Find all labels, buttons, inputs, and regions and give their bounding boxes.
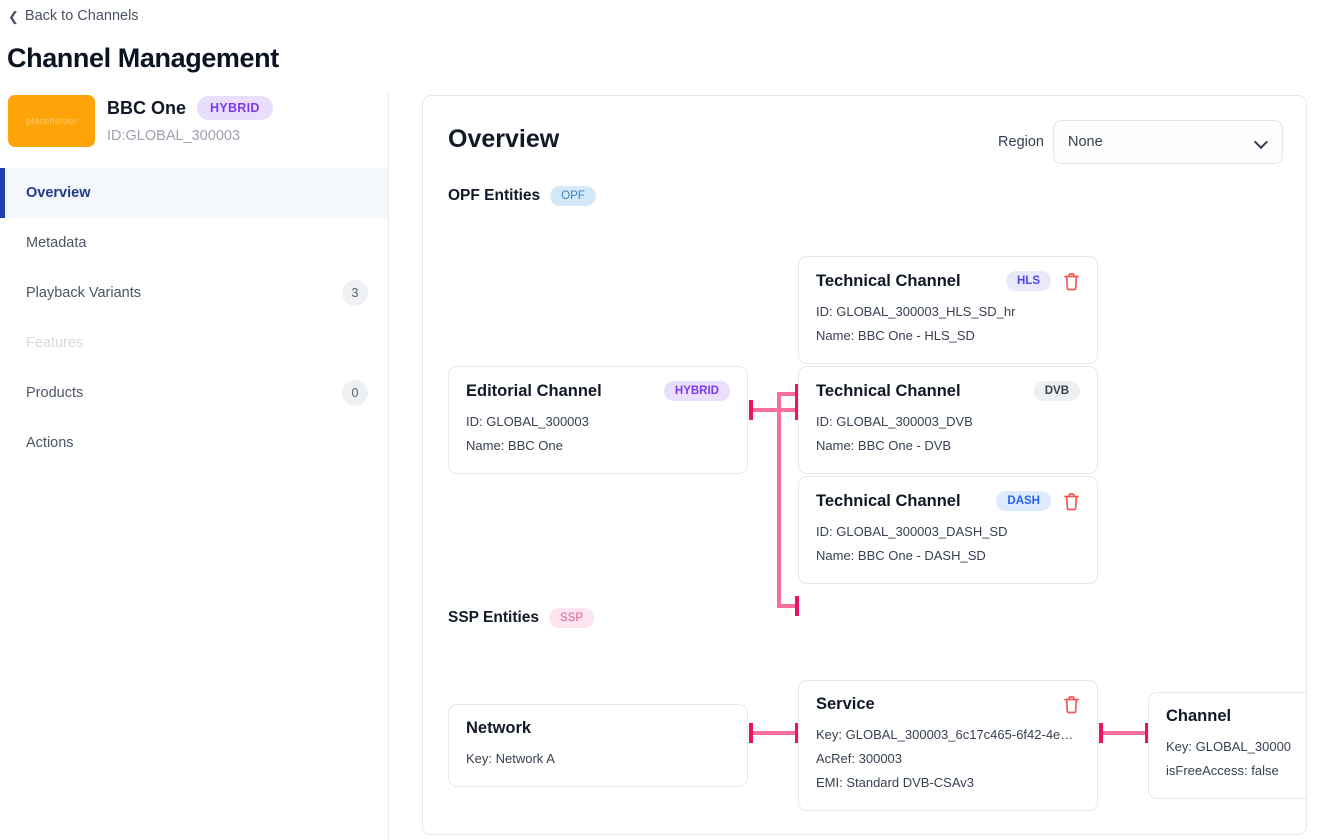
channel-id: ID:GLOBAL_300003 [107,128,241,144]
ssp-channel-free-access: isFreeAccess: false [1166,763,1279,778]
page-title: Channel Management [7,43,279,73]
channel-logo-label: placeholder [25,115,78,127]
chevron-down-icon [1256,136,1268,148]
delete-icon[interactable] [1063,695,1080,714]
panel-title: Overview [448,125,560,153]
sidebar-item-actions[interactable]: Actions [0,418,388,468]
sidebar-item-products-count: 0 [342,380,368,406]
back-to-channels-label: Back to Channels [24,8,139,24]
opf-connector-cap-dash [795,596,799,616]
technical-channel-dvb-id: ID: GLOBAL_300003_DVB [816,414,973,429]
editorial-channel-card[interactable]: Editorial Channel HYBRID ID: GLOBAL_3000… [448,366,748,474]
sidebar-item-metadata-label: Metadata [26,235,87,251]
ssp-connector-network-service [753,731,801,735]
ssp-channel-card-header: Channel [1166,707,1306,726]
technical-channel-hls-badge: HLS [1006,271,1051,291]
editorial-channel-id: ID: GLOBAL_300003 [466,414,589,429]
sidebar-item-products[interactable]: Products 0 [0,368,388,418]
ssp-channel-card[interactable]: Channel Key: GLOBAL_30000 isFreeAccess: … [1148,692,1306,799]
opf-section-title: OPF Entities [448,187,541,204]
opf-connector-cap-dvb [795,400,799,420]
technical-channel-dvb-header: Technical Channel DVB [816,381,1080,401]
ssp-connector-cap-service-left [795,723,799,743]
technical-channel-hls-id: ID: GLOBAL_300003_HLS_SD_hr [816,304,1016,319]
ssp-section-title: SSP Entities [448,609,540,626]
sidebar-item-playback-variants-label: Playback Variants [26,285,141,301]
delete-icon[interactable] [1063,492,1080,511]
opf-connector-cap-editorial [749,400,753,420]
ssp-channel-title: Channel [1166,707,1232,725]
sidebar-item-features-label: Features [26,335,84,351]
region-label: Region [998,134,1044,150]
editorial-channel-badge: HYBRID [663,381,730,401]
technical-channel-card-hls[interactable]: Technical Channel HLS ID: GLOBAL_300003_… [798,256,1098,364]
sidebar-nav: Overview Metadata Playback Variants 3 Fe… [0,168,388,468]
service-title: Service [816,695,875,713]
channel-name: BBC One [107,97,187,118]
network-card-header: Network [466,719,730,738]
technical-channel-dvb-name: Name: BBC One - DVB [816,438,952,453]
sidebar-item-products-label: Products [26,385,84,401]
technical-channel-dash-id: ID: GLOBAL_300003_DASH_SD [816,524,1008,539]
technical-channel-dash-badge: DASH [996,491,1051,511]
technical-channel-card-dvb[interactable]: Technical Channel DVB ID: GLOBAL_300003_… [798,366,1098,474]
sidebar-item-actions-label: Actions [26,435,74,451]
service-card[interactable]: Service Key: GLOBAL_300003_6c17c465-6f42… [798,680,1098,811]
sidebar-item-playback-variants[interactable]: Playback Variants 3 [0,268,388,318]
ssp-connector-cap-network [749,723,753,743]
technical-channel-hls-title: Technical Channel [816,271,961,290]
overview-panel: Overview Region None OPF Entities OPF Ed… [422,95,1307,835]
channel-name-row: BBC One HYBRID [107,96,273,120]
sidebar-item-features: Features [0,318,388,368]
ssp-connector-cap-service-right [1099,723,1103,743]
opf-section-header: OPF Entities OPF [448,186,596,206]
technical-channel-card-dash[interactable]: Technical Channel DASH ID: GLOBAL_300003… [798,476,1098,584]
opf-connector-trunk [777,394,781,608]
opf-connector-branch-dash [777,604,799,608]
technical-channel-dash-name: Name: BBC One - DASH_SD [816,548,986,563]
sidebar-item-playback-variants-count: 3 [342,280,368,306]
service-emi: EMI: Standard DVB-CSAv3 [816,775,974,790]
editorial-channel-name: Name: BBC One [466,438,563,453]
sidebar-item-overview-label: Overview [26,185,91,201]
opf-connector-cap-hls [795,384,799,404]
ssp-channel-key: Key: GLOBAL_30000 [1166,739,1292,754]
network-title: Network [466,719,532,737]
channel-type-badge: HYBRID [197,96,273,120]
editorial-channel-title: Editorial Channel [466,381,602,400]
technical-channel-dvb-title: Technical Channel [816,381,961,400]
region-select[interactable]: None [1053,120,1283,164]
back-to-channels-link[interactable]: ❮ Back to Channels [8,8,139,24]
opf-connector-branch-dvb [753,408,801,412]
chevron-left-icon: ❮ [8,8,19,24]
channel-logo: placeholder [8,95,95,147]
opf-connector-branch-hls [777,392,799,396]
network-key: Key: Network A [466,751,555,766]
sidebar-divider [388,92,389,840]
technical-channel-dvb-badge: DVB [1033,381,1080,401]
technical-channel-hls-name: Name: BBC One - HLS_SD [816,328,975,343]
editorial-channel-card-header: Editorial Channel HYBRID [466,381,730,401]
delete-icon[interactable] [1063,272,1080,291]
service-key: Key: GLOBAL_300003_6c17c465-6f42-4e18-..… [816,727,1080,742]
region-selected-value: None [1068,134,1103,150]
opf-section-badge: OPF [550,186,596,206]
sidebar-item-metadata[interactable]: Metadata [0,218,388,268]
ssp-section-badge: SSP [549,608,595,628]
technical-channel-hls-header: Technical Channel HLS [816,271,1080,291]
technical-channel-dash-title: Technical Channel [816,491,961,510]
ssp-section-header: SSP Entities SSP [448,608,595,628]
technical-channel-dash-header: Technical Channel DASH [816,491,1080,511]
service-acref: AcRef: 300003 [816,751,903,766]
ssp-connector-cap-channel [1145,723,1149,743]
ssp-connector-service-channel [1103,731,1151,735]
sidebar-item-overview[interactable]: Overview [0,168,388,218]
service-card-header: Service [816,695,1080,714]
network-card[interactable]: Network Key: Network A [448,704,748,787]
